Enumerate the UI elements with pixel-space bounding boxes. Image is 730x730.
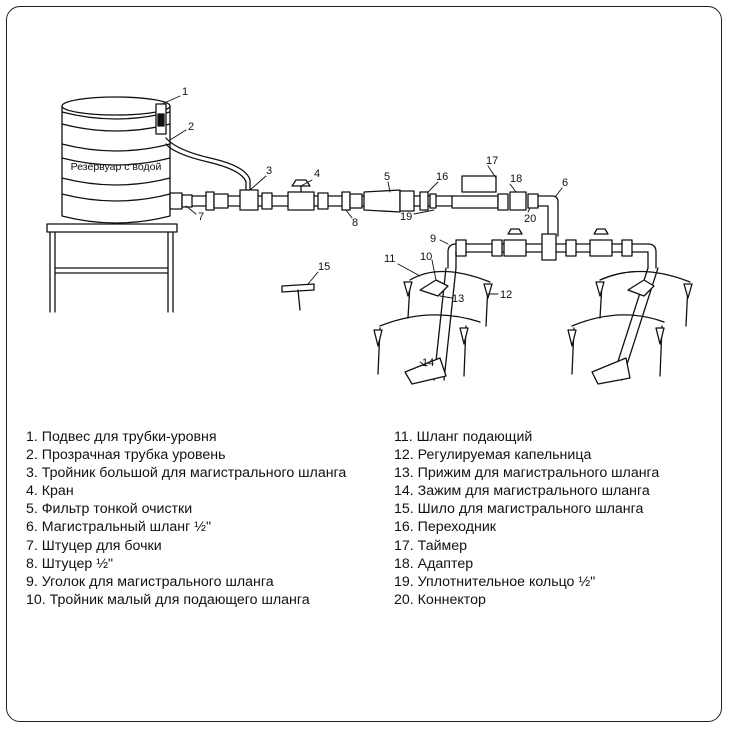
callout-20: 20 (524, 213, 536, 225)
legend-item-1: 1. Подвес для трубки-уровня (26, 429, 217, 445)
callout-12: 12 (500, 289, 512, 301)
legend-right: 11. Шланг подающий 12. Регулируемая капе… (394, 428, 714, 609)
callout-16: 16 (436, 171, 448, 183)
legend-item-16: 16. Переходник (394, 519, 496, 536)
legend-item-5: 5. Фильтр тонкой очистки (26, 501, 193, 518)
legend-item-8: 8. Штуцер ½" (26, 555, 114, 572)
legend-item-18: 18. Адаптер (394, 555, 474, 572)
callout-leaders (161, 95, 563, 367)
drip-assembly-left (373, 267, 493, 385)
callout-11: 11 (384, 253, 395, 265)
tank-stand (46, 223, 178, 313)
legend-item-7: 7. Штуцер для бочки (26, 537, 162, 554)
callout-15: 15 (318, 261, 330, 273)
drip-assembly-right (567, 267, 693, 385)
callout-9: 9 (430, 233, 436, 245)
awl-tool (281, 283, 315, 311)
callout-14: 14 (422, 357, 434, 369)
callout-7: 7 (198, 211, 204, 223)
main-line-lower (447, 228, 657, 269)
legend-item-20: 20. Коннектор (394, 591, 486, 608)
legend-item-11: 11. Шланг подающий (394, 429, 533, 445)
legend-item-15: 15. Шило для магистрального шланга (394, 501, 644, 518)
legend-item-3: 3. Тройник большой для магистрального шл… (26, 465, 347, 482)
legend-item-9: 9. Уголок для магистрального шланга (26, 573, 274, 590)
callout-8: 8 (352, 217, 358, 229)
main-line-upper (169, 175, 559, 237)
legend-item-14: 14. Зажим для магистрального шланга (394, 483, 650, 500)
legend-item-17: 17. Таймер (394, 537, 468, 554)
legend-item-6: 6. Магистральный шланг ½" (26, 519, 212, 536)
legend-item-2: 2. Прозрачная трубка уровень (26, 447, 226, 464)
callout-5: 5 (384, 171, 390, 183)
level-tube (155, 103, 251, 191)
callout-1: 1 (182, 86, 188, 98)
callout-6: 6 (562, 177, 568, 189)
callout-10: 10 (420, 251, 432, 263)
callout-19: 19 (400, 211, 412, 223)
callout-17: 17 (486, 155, 498, 167)
legend-item-4: 4. Кран (26, 483, 74, 500)
tank-label: Резервуар с водой (71, 161, 162, 173)
callout-18: 18 (510, 173, 522, 185)
legend-item-12: 12. Регулируемая капельница (394, 447, 592, 464)
callout-13: 13 (452, 293, 464, 305)
outer-frame (6, 6, 722, 722)
legend-item-10: 10. Тройник малый для подающего шланга (26, 591, 310, 608)
callout-numbers: 1 2 3 4 5 16 17 18 6 7 8 19 20 9 10 11 1… (182, 86, 568, 369)
callout-3: 3 (266, 165, 272, 177)
water-tank: Резервуар с водой (61, 96, 171, 224)
callout-2: 2 (188, 121, 194, 133)
legend-left: 1. Подвес для трубки-уровня 2. Прозрачна… (26, 428, 376, 609)
legend-item-13: 13. Прижим для магистрального шланга (394, 465, 660, 482)
callout-4: 4 (314, 168, 320, 180)
legend-item-19: 19. Уплотнительное кольцо ½" (394, 573, 596, 590)
